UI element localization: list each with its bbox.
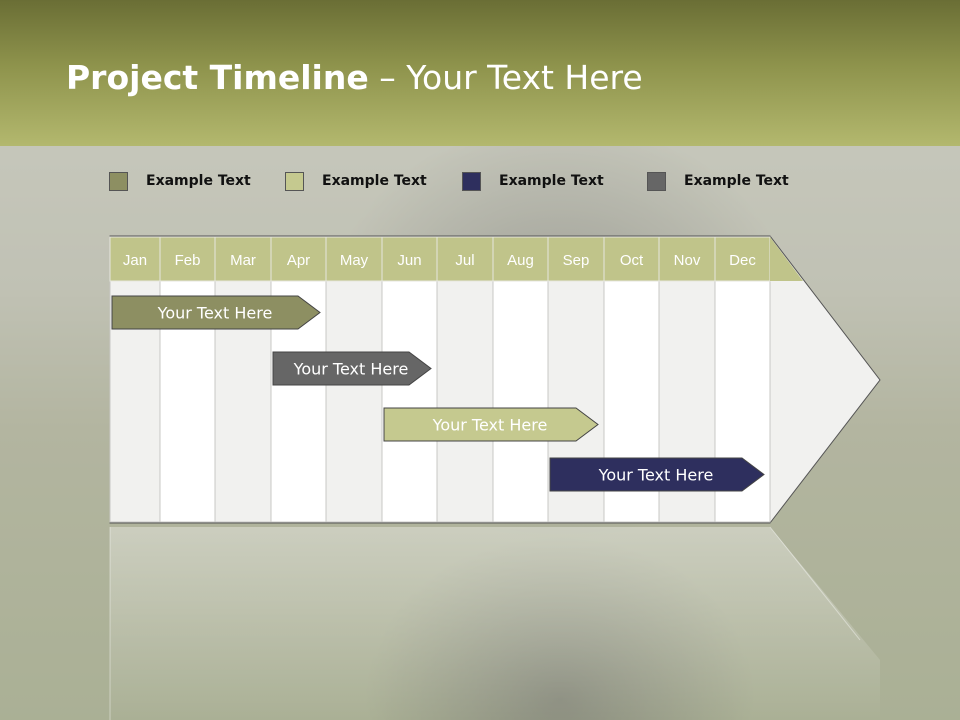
month-header-cell — [214, 236, 272, 282]
legend-swatch — [109, 171, 128, 191]
month-label-feb: Feb — [175, 252, 201, 269]
month-label-oct: Oct — [620, 252, 644, 269]
legend-label: Example Text — [146, 173, 251, 189]
legend-swatch — [647, 171, 666, 191]
title-bold: Project Timeline — [66, 58, 369, 97]
task-bar-shape — [111, 295, 321, 330]
task-bar-shape — [272, 351, 432, 386]
legend-item-2: Example Text — [285, 170, 427, 192]
timeline-reflection — [110, 527, 880, 720]
month-header-cell — [109, 236, 161, 282]
legend-swatch — [462, 171, 481, 191]
month-label-apr: Apr — [287, 252, 310, 269]
legend-label: Example Text — [499, 173, 604, 189]
legend-swatch — [285, 171, 304, 191]
month-column-may — [325, 280, 383, 523]
task-bar-label: Your Text Here — [157, 304, 273, 323]
month-label-mar: Mar — [230, 252, 256, 269]
task-bar: Your Text Here — [549, 457, 765, 492]
task-bar: Your Text Here — [272, 351, 432, 386]
legend-item-1: Example Text — [109, 170, 251, 192]
month-label-jul: Jul — [455, 252, 474, 269]
month-header-cell — [714, 236, 771, 282]
title-band — [0, 0, 960, 146]
month-column-jul — [436, 280, 494, 523]
month-label-sep: Sep — [563, 252, 590, 269]
month-header-tip — [770, 237, 803, 281]
month-label-aug: Aug — [507, 252, 534, 269]
title-rest: – Your Text Here — [368, 58, 643, 97]
month-header-cell — [658, 236, 716, 282]
reflection-edge — [769, 526, 861, 641]
legend-item-3: Example Text — [462, 170, 604, 192]
task-bar-shape — [383, 407, 599, 442]
month-label-jun: Jun — [397, 252, 421, 269]
task-bar-shape — [549, 457, 765, 492]
month-label-dec: Dec — [729, 252, 756, 269]
task-bar: Your Text Here — [383, 407, 599, 442]
task-bar-label: Your Text Here — [293, 360, 409, 379]
task-bar-label: Your Text Here — [432, 416, 548, 435]
month-header-cell — [603, 236, 660, 282]
month-header-cell — [270, 236, 327, 282]
month-header-cell — [381, 236, 438, 282]
task-bar-label: Your Text Here — [598, 466, 714, 485]
month-header-row: Jan Feb Mar Apr May Jun Jul Aug Sep Oct Nov Dec — [109, 236, 803, 282]
month-column-aug — [492, 280, 549, 523]
month-label-may: May — [340, 252, 369, 269]
month-header-cell — [436, 236, 494, 282]
month-column-jun — [381, 280, 438, 523]
month-header-cell — [325, 236, 383, 282]
month-header-cell — [492, 236, 549, 282]
month-label-jan: Jan — [123, 252, 147, 269]
month-label-nov: Nov — [674, 252, 701, 269]
page-title: Project Timeline – Your Text Here — [66, 58, 643, 97]
task-bar: Your Text Here — [111, 295, 321, 330]
legend-label: Example Text — [322, 173, 427, 189]
month-header-cell — [547, 236, 605, 282]
legend-label: Example Text — [684, 173, 789, 189]
legend-item-4: Example Text — [647, 170, 789, 192]
